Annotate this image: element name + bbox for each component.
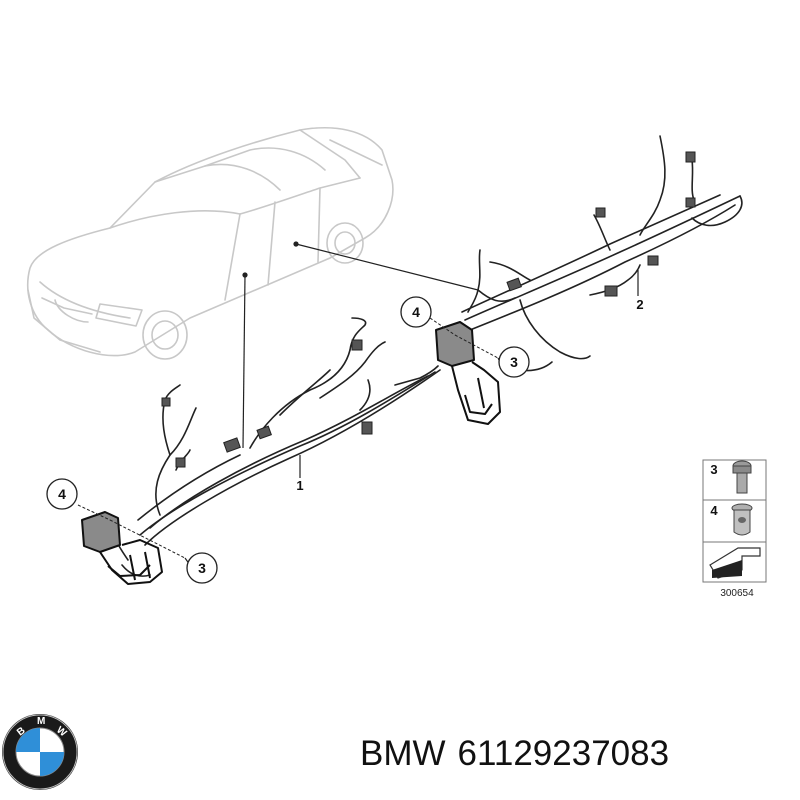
callout-4-left: 4 [46,478,78,510]
callout-4-right: 4 [400,296,432,328]
part-caption: BMW 61129237083 [360,734,669,774]
part-number: 61129237083 [457,734,670,773]
harness-2-connectors [506,151,696,297]
car-outline-icon [26,127,394,360]
direction-arrow-icon [709,547,761,579]
callout-3-left: 3 [186,552,218,584]
wiring-harness-2 [461,135,743,372]
bmw-logo-icon: B M W [2,714,78,790]
brand-name: BMW [360,734,446,773]
dashed-leaders [77,317,499,559]
callout-3-right-label: 3 [510,354,518,370]
callout-2-label: 2 [636,297,643,312]
leader-lines [242,241,479,449]
callout-3-left-label: 3 [198,560,206,576]
callout-4-left-label: 4 [58,486,66,502]
callout-1-label: 1 [296,478,303,493]
bolt-icon [732,460,752,494]
svg-text:M: M [37,716,45,727]
diagram-code: 300654 [720,588,754,599]
callout-4-right-label: 4 [412,304,420,320]
legend-item-3-label: 3 [710,462,717,477]
callout-3-right: 3 [498,346,530,378]
legend-item-4-label: 4 [710,503,718,518]
bracket-left [81,511,163,585]
bracket-right [435,321,501,425]
harness-1-connectors [161,339,373,468]
nut-icon [731,503,753,536]
parts-legend: 3 4 [702,459,767,583]
wiring-harness-1 [113,317,441,577]
